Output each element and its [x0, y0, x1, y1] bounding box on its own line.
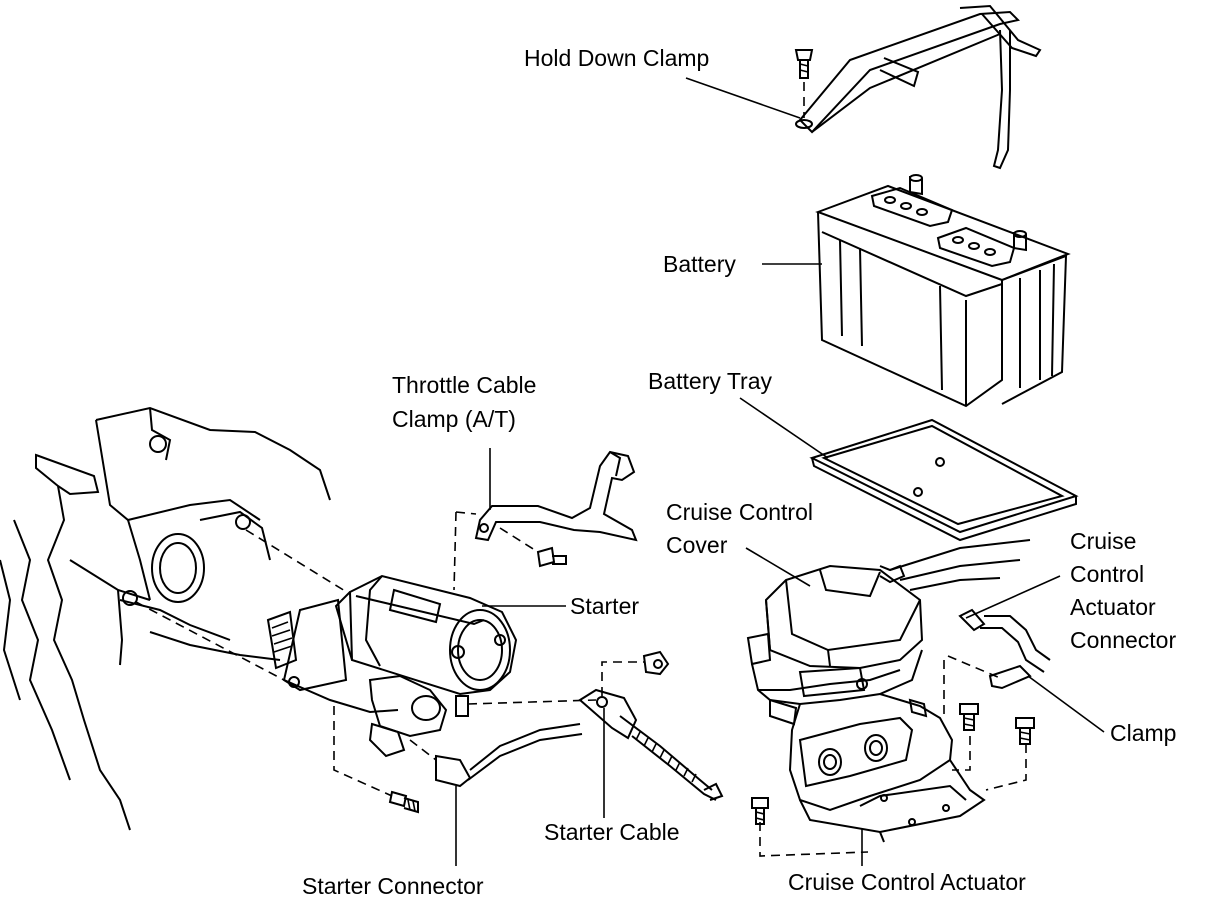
label-clamp: Clamp: [1110, 720, 1177, 746]
label-battery-tray: Battery Tray: [648, 368, 772, 394]
label-actuator-connector-line1: Cruise: [1070, 528, 1137, 554]
leader-actuator-connector: [965, 575, 1061, 619]
label-starter-cable: Starter Cable: [544, 819, 680, 845]
label-starter: Starter: [570, 593, 640, 619]
starter-cable-part: [467, 650, 724, 801]
label-throttle-cable-clamp-line1: Throttle Cable: [392, 372, 537, 398]
leader-clamp: [1027, 675, 1105, 733]
label-cruise-control-cover-line2: Cover: [666, 532, 728, 558]
engine-block-housing: [0, 406, 331, 831]
label-throttle-cable-clamp-line2: Clamp (A/T): [392, 406, 516, 432]
starter-part: [135, 529, 518, 814]
throttle-cable-clamp-part: [453, 450, 638, 591]
hold-down-clamp-part: [794, 4, 1042, 170]
label-actuator-connector-line4: Connector: [1070, 627, 1177, 653]
leader-battery-tray: [739, 397, 829, 459]
battery-part: [815, 174, 1071, 408]
starter-connector-part: [409, 723, 583, 788]
label-cruise-control-actuator: Cruise Control Actuator: [788, 869, 1026, 895]
label-hold-down-clamp: Hold Down Clamp: [524, 45, 710, 71]
leader-hold-down-clamp: [685, 77, 801, 119]
leader-cruise-control-cover: [745, 547, 811, 587]
label-battery: Battery: [663, 251, 736, 277]
battery-tray-part: [809, 418, 1079, 542]
actuator-connector-part: [958, 608, 1051, 690]
cruise-control-actuator-part: [746, 539, 1035, 857]
label-cruise-control-cover-line1: Cruise Control: [666, 499, 813, 525]
label-actuator-connector-line2: Control: [1070, 561, 1145, 587]
leader-lines: [455, 77, 1105, 866]
label-starter-connector: Starter Connector: [302, 873, 484, 899]
label-actuator-connector-line3: Actuator: [1070, 594, 1156, 620]
